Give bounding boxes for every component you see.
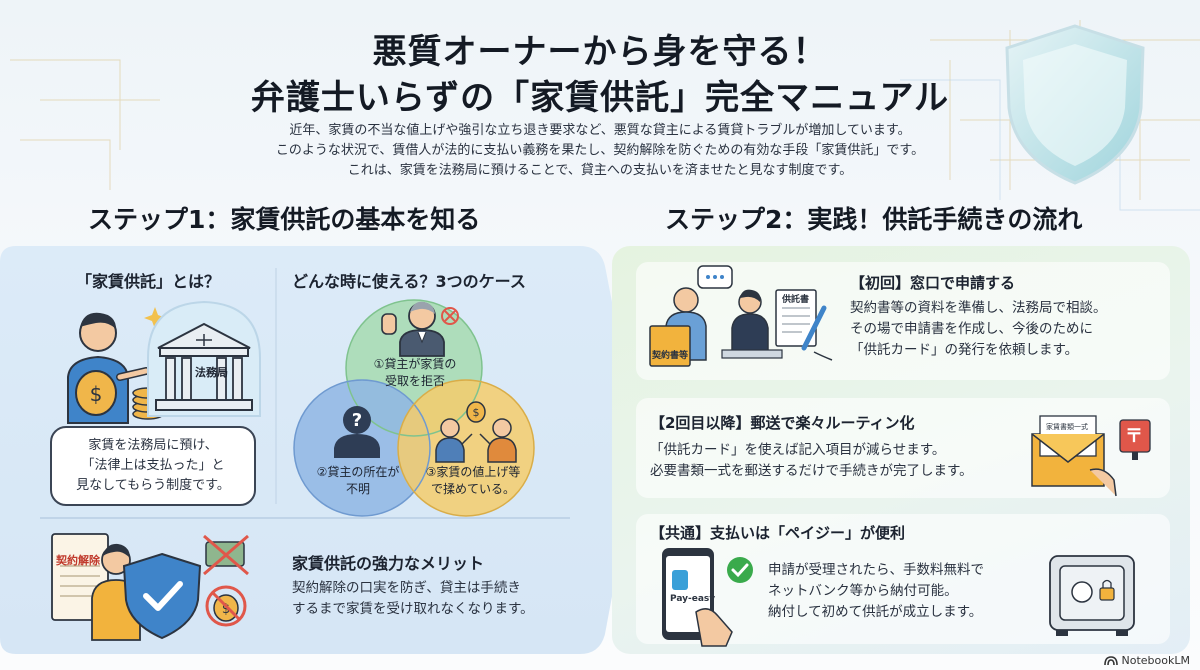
svg-text:$: $ <box>473 406 480 419</box>
envelope-label: 家賃書類一式 <box>1046 423 1088 431</box>
contract-doc-label: 契約解除 <box>56 554 100 567</box>
second-title: 【2回目以降】郵送で楽々ルーティン化 <box>650 414 915 432</box>
merit-title: 家賃供託の強力なメリット <box>292 554 485 573</box>
step1-heading: ステップ1：家賃供託の基本を知る <box>88 205 481 234</box>
intro-line: このような状況で、賃借人が法的に支払い義務を果たし、契約解除を防ぐための有効な手… <box>275 143 925 158</box>
case-line: で揉めている。 <box>430 482 515 496</box>
pay-easy-logo-text: Pay-easy <box>670 594 716 604</box>
what-is-title: 「家賃供託」とは？ <box>76 272 221 291</box>
case-line: 不明 <box>345 482 370 496</box>
bubble-line: 家賃を法務局に預け、 <box>88 438 218 453</box>
building-label: 法務局 <box>195 366 228 379</box>
second-line: 必要書類一式を郵送するだけで手続きが完了します。 <box>650 463 973 479</box>
smartphone-payment-icon <box>662 548 753 647</box>
post-box-icon <box>1119 419 1151 460</box>
page-title-line2: 弁護士いらずの「家賃供託」完全マニュアル <box>250 78 950 118</box>
bubble-line: 「法律上は支払った」と <box>81 458 225 473</box>
first-title: 【初回】窓口で申請する <box>850 274 1016 292</box>
case1-text: ①貸主が家賃の 受取を拒否 <box>360 356 470 390</box>
svg-text:?: ? <box>352 410 362 431</box>
deposit-form-label: 供託書 <box>782 295 810 305</box>
merit-line: するまで家賃を受け取れなくなります。 <box>292 601 534 617</box>
step2-heading: ステップ2：実践！供託手続きの流れ <box>665 205 1083 234</box>
merit-body: 契約解除の口実を防ぎ、貸主は手続き するまで家賃を受け取れなくなります。 <box>292 578 534 620</box>
shield-icon <box>1005 24 1145 185</box>
brand-text: NotebookLM <box>1121 654 1190 667</box>
merit-line: 契約解除の口実を防ぎ、貸主は手続き <box>292 580 521 596</box>
unknown-person-icon: ? <box>334 406 380 458</box>
counter-consultation-icon <box>649 265 833 367</box>
bubble-line: 見なしてもらう制度です。 <box>76 478 230 493</box>
intro-text: 近年、家賃の不当な値上げや強引な立ち退き要求など、悪質な貸主による賃貸トラブルが… <box>0 121 1200 181</box>
envelope-mail-icon <box>1031 415 1117 497</box>
svg-text:$: $ <box>222 602 230 617</box>
common-body: 申請が受理されたら、手数料無料で ネットバンク等から納付可能。 納付して初めて供… <box>768 560 984 623</box>
person-with-shield-icon <box>91 543 202 641</box>
person-with-money-bag-icon: $ <box>67 307 166 424</box>
cases-title: どんな時に使える？3つのケース <box>292 272 526 291</box>
svg-text:$: $ <box>90 382 103 406</box>
case-line: 受取を拒否 <box>384 374 445 388</box>
case-line: ①貸主が家賃の <box>373 357 457 371</box>
common-line: 申請が受理されたら、手数料無料で <box>768 562 984 578</box>
no-eviction-icon <box>203 534 249 576</box>
notebooklm-logo-icon <box>1103 655 1118 665</box>
common-line: 納付して初めて供託が成立します。 <box>768 604 983 620</box>
common-line: ネットバンク等から納付可能。 <box>768 583 958 599</box>
first-line: 契約書等の資料を準備し、法務局で相談。 <box>850 300 1107 316</box>
legal-affairs-bureau-icon <box>147 300 261 417</box>
case2-text: ②貸主の所在が 不明 <box>306 464 410 498</box>
notebooklm-brand: NotebookLM <box>1103 654 1190 667</box>
common-title: 【共通】支払いは「ペイジー」が便利 <box>650 524 906 542</box>
case-line: ③家賃の値上げ等 <box>425 465 521 479</box>
case3-text: ③家賃の値上げ等 で揉めている。 <box>414 464 532 498</box>
case-line: ②貸主の所在が <box>316 465 400 479</box>
second-line: 「供託カード」を使えば記入項目が減らせます。 <box>650 442 946 458</box>
second-body: 「供託カード」を使えば記入項目が減らせます。 必要書類一式を郵送するだけで手続き… <box>650 440 973 482</box>
post-mark: 〒 <box>1125 426 1143 447</box>
definition-bubble: 家賃を法務局に預け、 「法律上は支払った」と 見なしてもらう制度です。 <box>50 426 256 506</box>
page-title-line1: 悪質オーナーから身を守る！ <box>372 32 828 72</box>
first-line: その場で申請書を作成し、今後のために <box>850 321 1093 337</box>
first-line: 「供託カード」の発行を依頼します。 <box>850 342 1079 358</box>
folder-label: 契約書等 <box>652 351 689 361</box>
landlord-refusing-icon <box>381 301 459 357</box>
no-payment-icon: $ <box>205 585 247 627</box>
rent-dispute-icon: $ <box>435 401 517 463</box>
first-body: 契約書等の資料を準備し、法務局で相談。 その場で申請書を作成し、今後のために 「… <box>850 298 1107 361</box>
safe-icon <box>1049 555 1135 636</box>
intro-line: 近年、家賃の不当な値上げや強引な立ち退き要求など、悪質な貸主による賃貸トラブルが… <box>289 123 911 138</box>
intro-line: これは、家賃を法務局に預けることで、貸主への支払いを済ませたと見なす制度です。 <box>347 163 853 178</box>
